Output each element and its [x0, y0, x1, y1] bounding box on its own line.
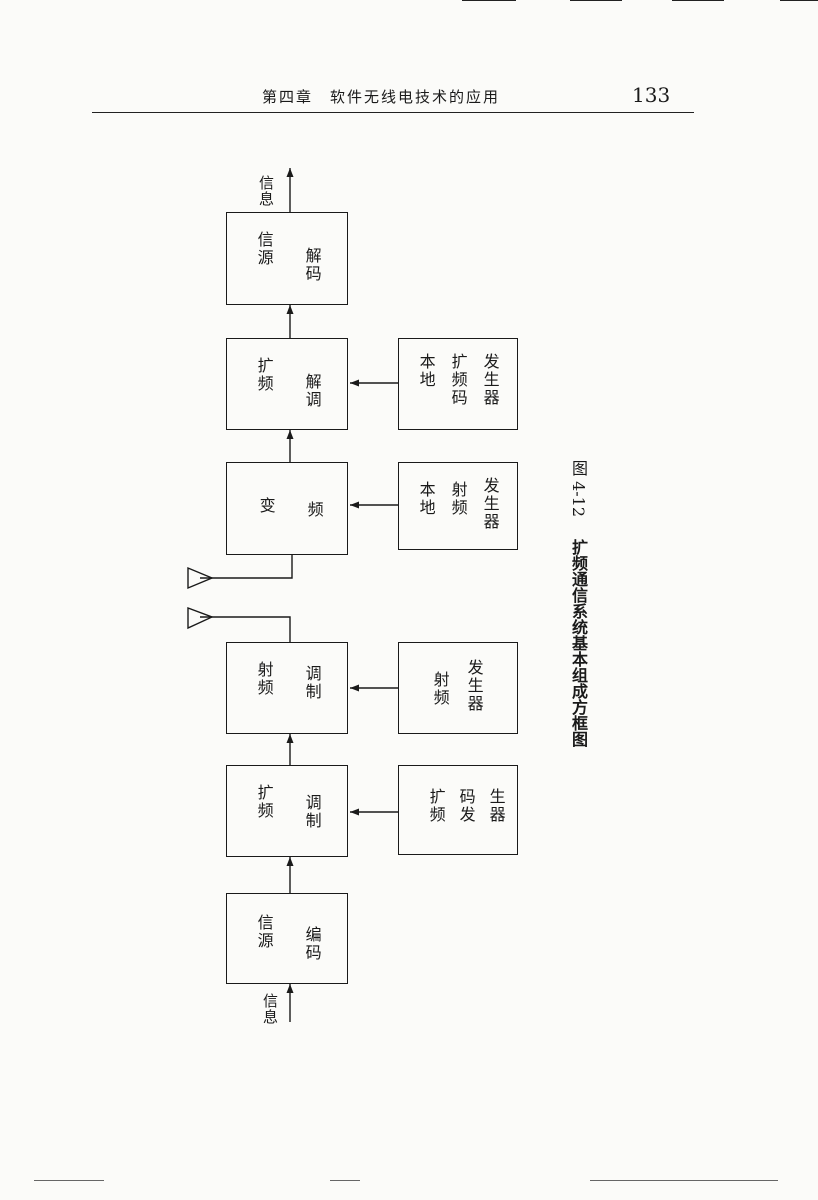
block-freq-conversion-text1: 变 [256, 497, 276, 515]
block-rf-modulation: 射频 调制 [226, 642, 348, 734]
header-rule [92, 112, 694, 113]
block-rf-modulation-text1: 射频 [254, 661, 274, 697]
running-head: 第四章 软件无线电技术的应用 [262, 88, 501, 106]
figure-number: 图 4-12 [569, 460, 588, 518]
block-source-decode: 信源 解码 [226, 212, 348, 305]
block-spread-demod-text2: 解调 [302, 373, 322, 409]
block-local-rf-generator: 本地 射频 发生器 [398, 462, 518, 550]
scan-mark [330, 1180, 360, 1181]
rx-antenna-icon [187, 566, 214, 590]
block-local-rf-generator-text3: 发生器 [480, 477, 500, 531]
figure-title: 扩频通信系统基本组成方框图 [569, 539, 588, 748]
block-rf-generator-text1: 射频 [430, 671, 450, 707]
label-info-in: 信息 [261, 993, 279, 1025]
block-local-spread-code-generator-text1: 本地 [416, 353, 436, 389]
block-spread-demod: 扩频 解调 [226, 338, 348, 430]
tx-antenna-icon [187, 606, 214, 630]
block-local-spread-code-generator: 本地 扩频码 发生器 [398, 338, 518, 430]
block-spread-code-generator-text3: 生器 [486, 788, 506, 824]
block-spread-code-generator-text2: 码发 [456, 788, 476, 824]
tx-antenna-feed [200, 616, 291, 642]
block-spread-modulation: 扩频 调制 [226, 765, 348, 857]
scan-mark [590, 1180, 778, 1181]
block-spread-modulation-text2: 调制 [302, 794, 322, 830]
block-source-encode-text2: 编码 [302, 926, 322, 962]
page-number: 133 [632, 83, 671, 107]
block-local-rf-generator-text1: 本地 [416, 481, 436, 517]
figure-caption: 图 4-12 扩频通信系统基本组成方框图 [566, 460, 590, 780]
block-local-spread-code-generator-text2: 扩频码 [448, 353, 468, 407]
block-rf-generator-text2: 发生器 [464, 659, 484, 713]
block-spread-demod-text1: 扩频 [254, 357, 274, 393]
block-spread-modulation-text1: 扩频 [254, 784, 274, 820]
scan-mark [570, 0, 622, 1]
block-source-encode: 信源 编码 [226, 893, 348, 984]
block-freq-conversion-text2: 频 [304, 501, 324, 519]
scan-mark [780, 0, 818, 1]
label-info-out: 信息 [257, 175, 275, 207]
rx-antenna-feed [200, 555, 293, 579]
block-source-decode-text1: 信源 [254, 231, 274, 267]
block-rf-modulation-text2: 调制 [302, 665, 322, 701]
block-spread-code-generator: 扩频 码发 生器 [398, 765, 518, 855]
block-rf-generator: 射频 发生器 [398, 642, 518, 734]
scan-mark [462, 0, 516, 1]
block-spread-code-generator-text1: 扩频 [426, 788, 446, 824]
block-freq-conversion: 变 频 [226, 462, 348, 555]
scan-mark [34, 1180, 104, 1181]
block-local-spread-code-generator-text3: 发生器 [480, 353, 500, 407]
block-local-rf-generator-text2: 射频 [448, 481, 468, 517]
block-source-encode-text1: 信源 [254, 914, 274, 950]
block-source-decode-text2: 解码 [302, 247, 322, 283]
scan-mark [672, 0, 724, 1]
